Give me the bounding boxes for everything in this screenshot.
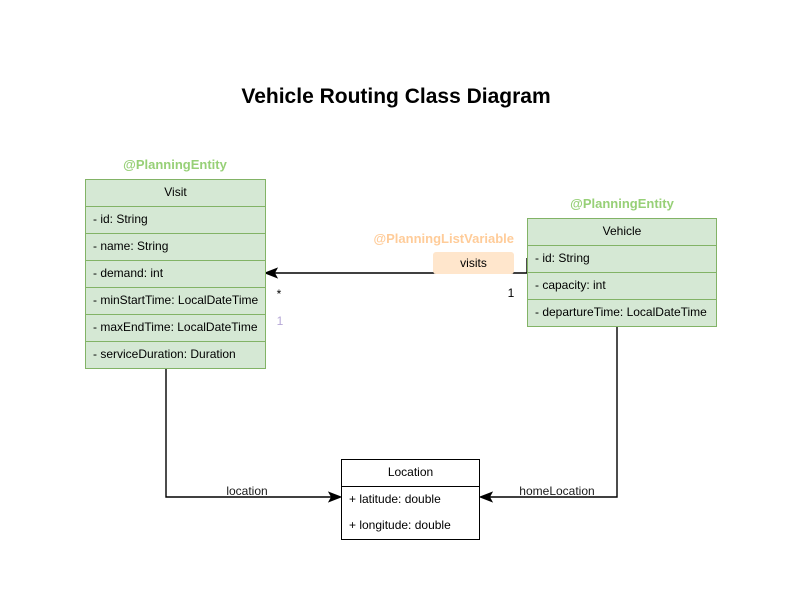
class-attribute: - name: String <box>86 234 265 261</box>
class-attribute: + longitude: double <box>349 518 451 532</box>
class-attribute: - maxEndTime: LocalDateTime <box>86 315 265 342</box>
class-box-location: Location + latitude: double + longitude:… <box>341 459 480 540</box>
annotation-planning-entity-visit: @PlanningEntity <box>123 157 227 172</box>
edge-label-location: location <box>226 484 268 498</box>
order-marker-one: 1 <box>276 314 284 328</box>
class-title-visit: Visit <box>86 180 265 207</box>
multiplicity-one: 1 <box>507 286 515 300</box>
multiplicity-star: * <box>276 287 282 301</box>
class-attribute: - demand: int <box>86 261 265 288</box>
edge-home-location <box>478 322 618 503</box>
class-attribute: - capacity: int <box>528 273 716 300</box>
class-title-location: Location <box>342 460 479 487</box>
class-attribute: - serviceDuration: Duration <box>93 347 236 361</box>
class-attribute: - id: String <box>86 207 265 234</box>
edge-label-visits: visits <box>433 252 514 274</box>
class-attribute: - minStartTime: LocalDateTime <box>86 288 265 315</box>
class-box-vehicle: Vehicle - id: String - capacity: int - d… <box>527 218 717 327</box>
annotation-planning-entity-vehicle: @PlanningEntity <box>570 196 674 211</box>
class-attribute: + latitude: double <box>349 492 441 506</box>
edge-location <box>165 362 343 503</box>
class-attribute: - departureTime: LocalDateTime <box>535 305 707 319</box>
class-attribute: - id: String <box>528 246 716 273</box>
class-title-vehicle: Vehicle <box>528 219 716 246</box>
annotation-planning-list-variable: @PlanningListVariable <box>373 231 514 246</box>
edge-label-home-location: homeLocation <box>519 484 595 498</box>
page-title: Vehicle Routing Class Diagram <box>241 85 551 108</box>
class-box-visit: Visit - id: String - name: String - dema… <box>85 179 266 369</box>
